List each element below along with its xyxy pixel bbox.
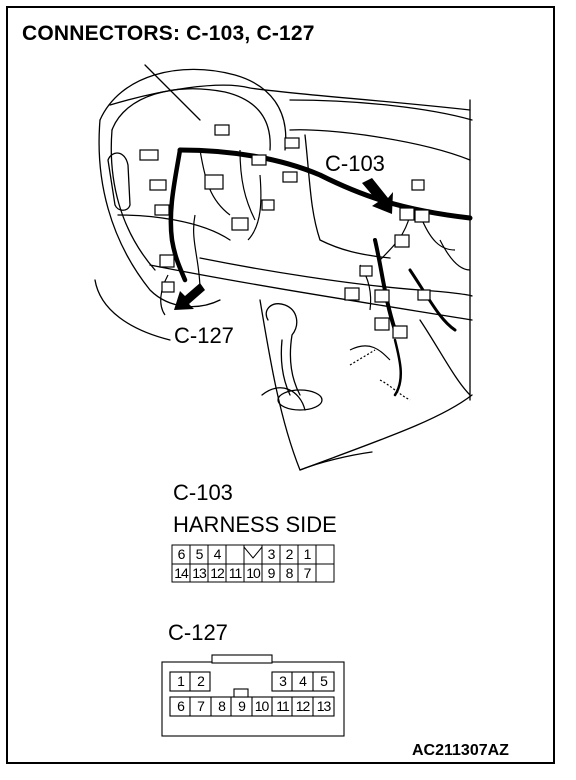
c127-pin: 9: [238, 698, 246, 714]
c103-pin: 4: [213, 546, 222, 562]
c127-heading: C-127: [168, 620, 228, 645]
arrow-to-c103: [362, 178, 393, 214]
c103-pin: 8: [285, 565, 294, 581]
c127-pin: 13: [316, 698, 332, 714]
c103-pin: 6: [177, 546, 186, 562]
gear-shifter: [265, 303, 301, 396]
c103-pin: 9: [267, 565, 276, 581]
c103-pin: 3: [267, 546, 276, 562]
c103-pin: 14: [174, 565, 189, 581]
dashboard-top-edge: [109, 84, 471, 111]
callout-c127: C-127: [174, 323, 234, 348]
c127-pin: 3: [279, 673, 287, 689]
c127-pin: 8: [218, 698, 226, 714]
c127-pin: 1: [177, 673, 185, 689]
c103-pin: 13: [192, 565, 207, 581]
c103-pin: 10: [246, 565, 261, 581]
c103-pin: 5: [195, 546, 204, 562]
harness-side-label: HARNESS SIDE: [173, 512, 337, 537]
c103-pin: 2: [285, 546, 294, 562]
c127-pin: 4: [299, 673, 307, 689]
c127-pin: 5: [320, 673, 328, 689]
c103-pin: 1: [303, 546, 312, 562]
c103-pin: 12: [210, 565, 225, 581]
c127-pin: 10: [254, 698, 270, 714]
c127-pin: 12: [295, 698, 311, 714]
c103-pin: [226, 546, 244, 563]
c127-pin: 6: [177, 698, 185, 714]
c127-pin: 2: [197, 673, 205, 689]
steering-wheel-left: [98, 119, 221, 308]
c127-lock-tab: [233, 688, 249, 698]
diagram-frame: [6, 6, 555, 764]
arrow-to-c127: [174, 283, 205, 310]
diagram-title: CONNECTORS: C-103, C-127: [22, 22, 315, 45]
c103-lock-notch: [243, 545, 263, 564]
air-vent: [107, 152, 131, 211]
c103-pin: 11: [228, 565, 243, 581]
c103-pin: 7: [303, 565, 312, 581]
callout-c103: C-103: [325, 151, 385, 176]
reference-code: AC211307AZ: [412, 742, 509, 759]
connector-block: [139, 149, 159, 161]
c103-heading: C-103: [173, 480, 233, 505]
c127-pin: 7: [197, 698, 205, 714]
c127-pin: 11: [276, 698, 290, 714]
